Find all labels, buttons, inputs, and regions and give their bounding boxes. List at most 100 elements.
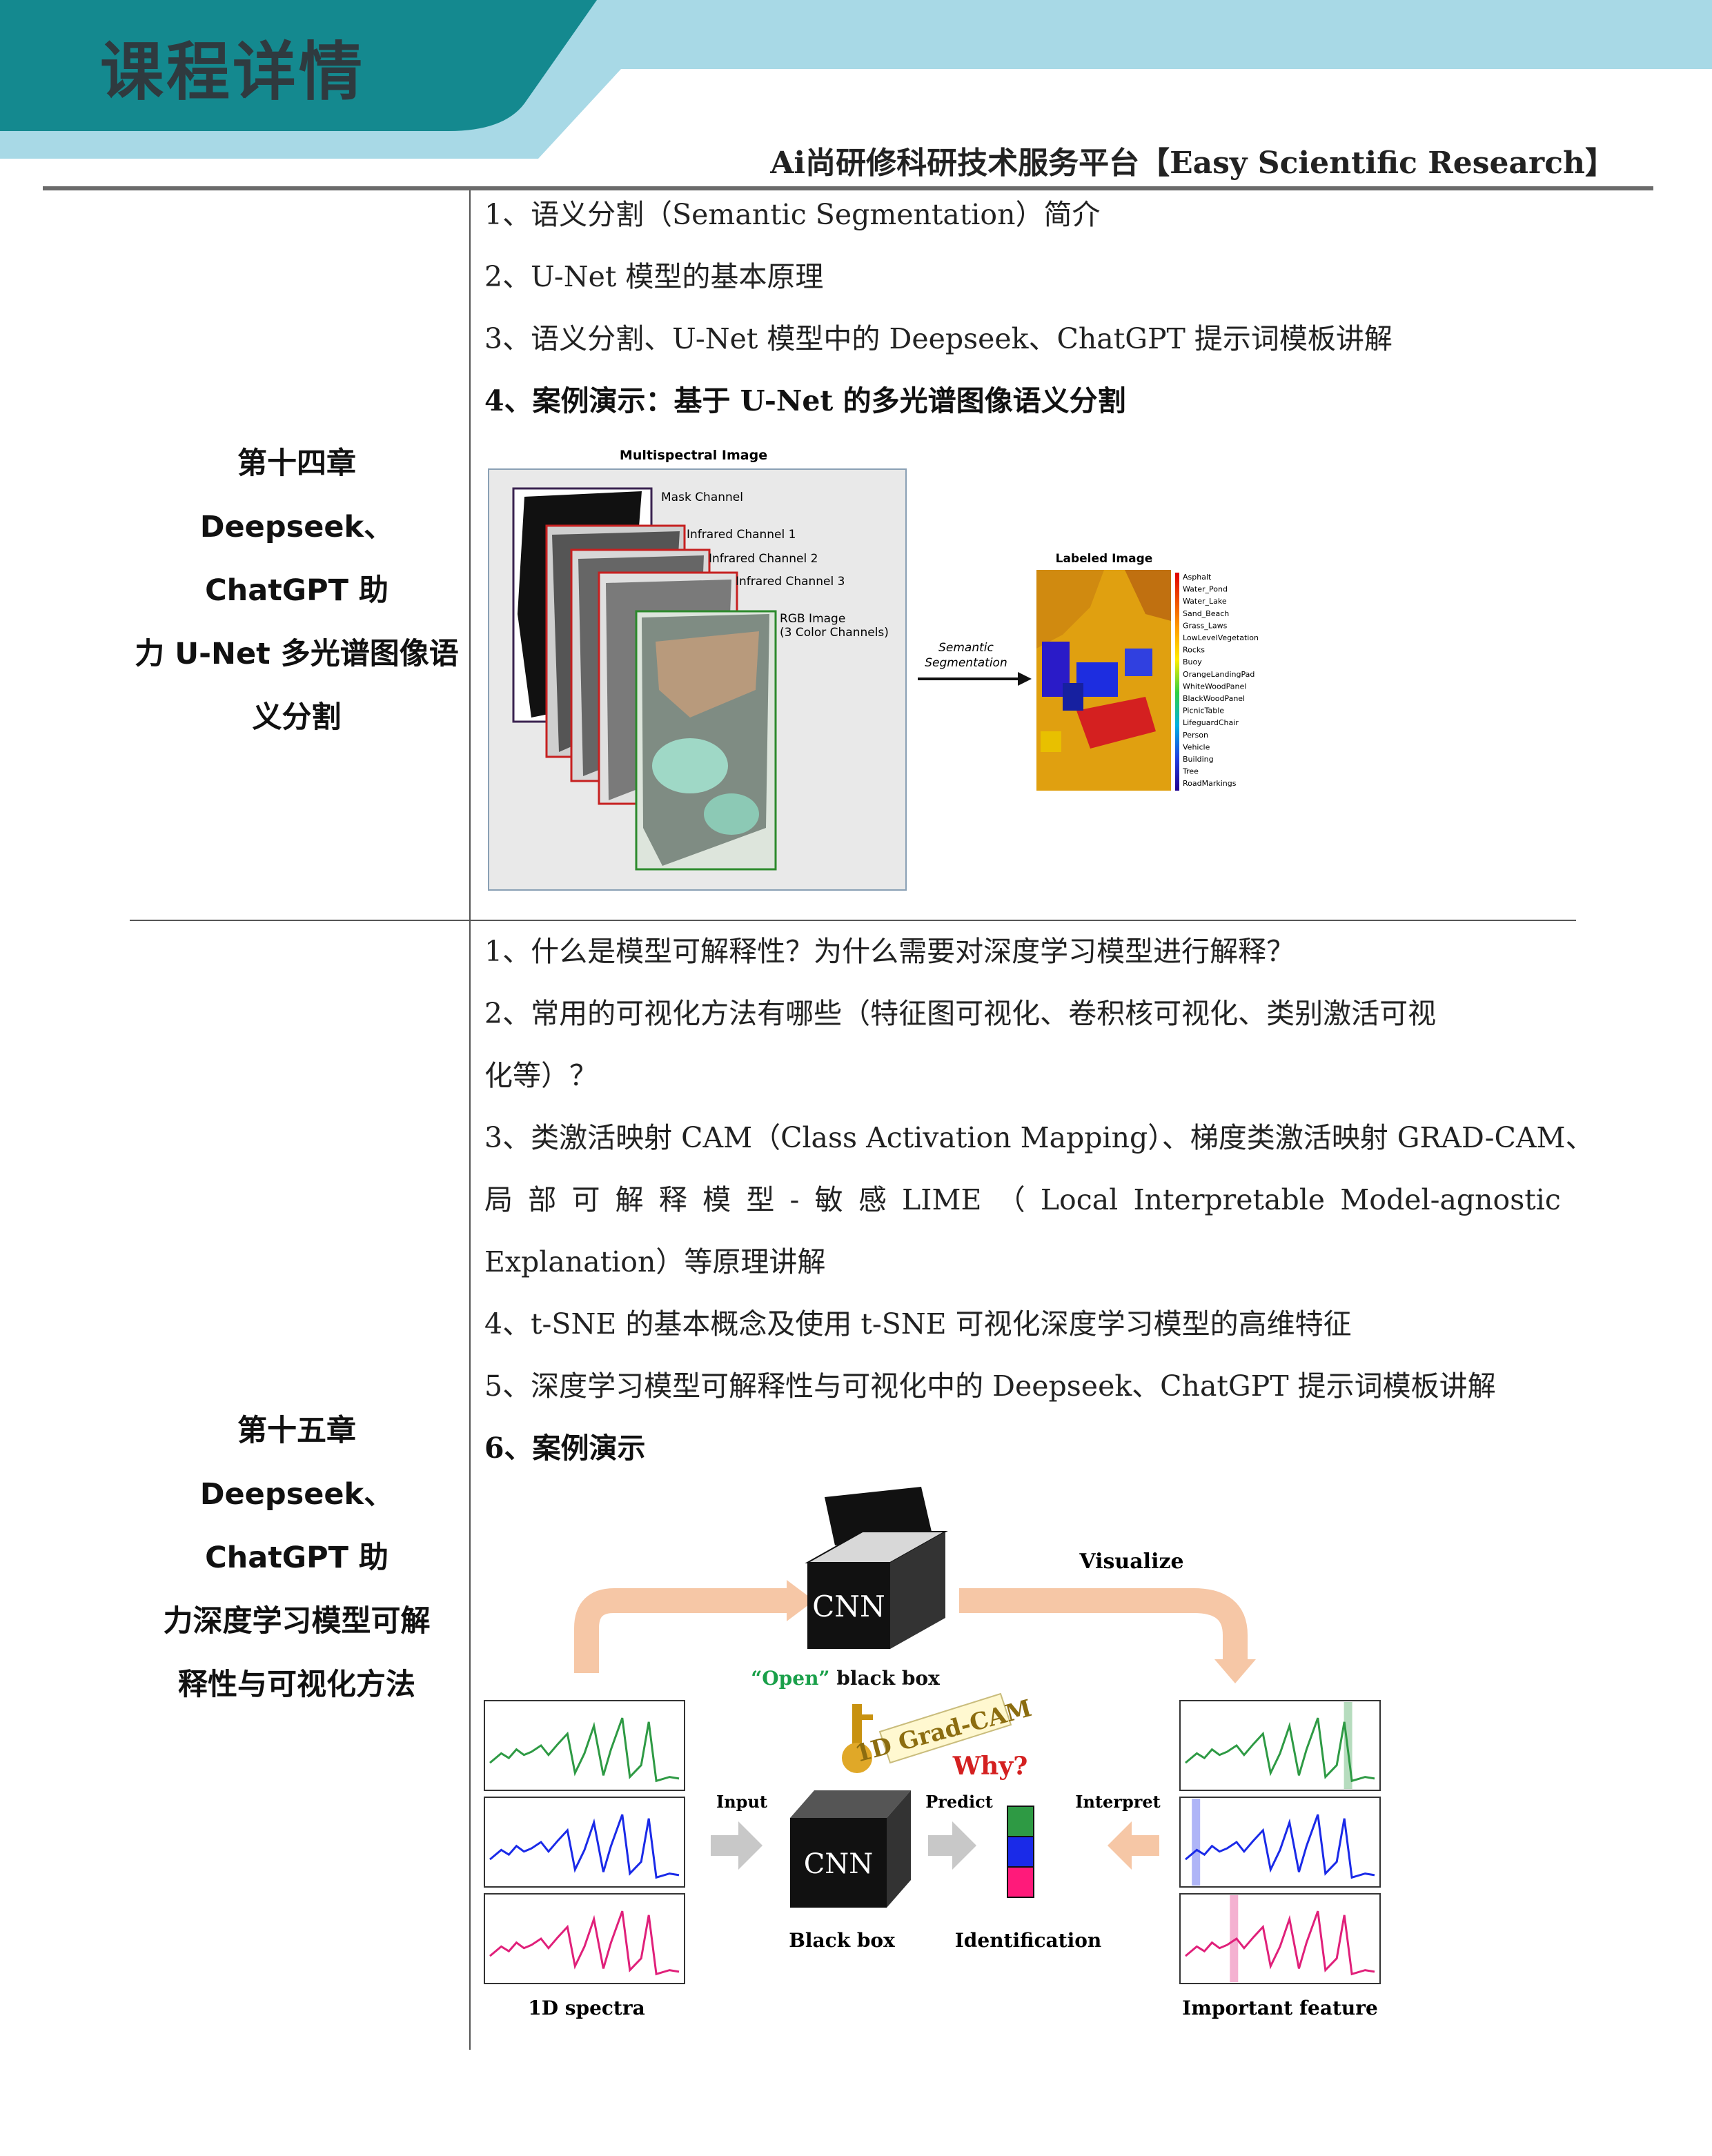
- chapter15-number: 第十五章: [237, 1414, 356, 1448]
- important-feature-highlight: [1230, 1895, 1239, 1982]
- legend-class-label: LowLevelVegetation: [1183, 633, 1259, 642]
- infrared-channel-2-label: Infrared Channel 2: [709, 552, 818, 566]
- table-column-divider: [469, 190, 471, 2050]
- legend-class-label: RoadMarkings: [1183, 779, 1237, 788]
- predict-label: Predict: [925, 1792, 993, 1812]
- table-row-divider: [130, 920, 1576, 921]
- legend-class-label: Water_Pond: [1183, 585, 1228, 594]
- ch15-item-4: 4、t-SNE 的基本概念及使用 t-SNE 可视化深度学习模型的高维特征: [484, 1307, 1352, 1341]
- multispectral-title: Multispectral Image: [620, 448, 767, 463]
- visualize-arrow-right: [959, 1588, 1248, 1663]
- gradcam-tag: [878, 1692, 1012, 1764]
- key-icon: [842, 1704, 873, 1773]
- black-box-label: Black box: [789, 1929, 895, 1952]
- legend-class-label: LifeguardChair: [1183, 718, 1239, 727]
- multispectral-segmentation-figure: Multispectral Image Mask Channel Infrare…: [488, 448, 1259, 891]
- visualize-label: Visualize: [1079, 1550, 1183, 1574]
- input-arrow: [711, 1821, 762, 1870]
- ch15-item-3-word: 释: [658, 1183, 687, 1216]
- spectrum-panel: [484, 1797, 685, 1888]
- spectrum-panel: [484, 1700, 685, 1791]
- ch14-item-1: 1、语义分割（Semantic Segmentation）简介: [484, 198, 1101, 231]
- ch15-item-6: 6、案例演示: [484, 1432, 646, 1465]
- ch15-item-3-word: Interpretable: [1133, 1183, 1326, 1216]
- important-feature-highlight: [1192, 1799, 1201, 1886]
- ch15-item-3-word: -: [789, 1183, 800, 1216]
- rgb-image-label: RGB Image: [780, 612, 845, 626]
- spectra-label: 1D spectra: [528, 1997, 645, 2019]
- ch15-item-3-word: 型: [746, 1183, 775, 1216]
- legend-class-label: PicnicTable: [1183, 706, 1224, 715]
- ch15-item-3-word: 可: [571, 1183, 600, 1216]
- ch15-item-3-word: 局: [484, 1183, 513, 1216]
- spectrum-line: [489, 1717, 680, 1783]
- ch15-item-3-word: 感: [858, 1183, 887, 1216]
- ch15-item-5: 5、深度学习模型可解释性与可视化中的 Deepseek、ChatGPT 提示词模…: [484, 1369, 1496, 1403]
- identification-label: Identification: [955, 1929, 1102, 1952]
- ch15-item-2-line2: 化等）？: [484, 1059, 598, 1092]
- chapter14-title-line2: 力 U-Net 多光谱图像语: [135, 637, 459, 671]
- ch15-item-3-word: LIME: [902, 1183, 982, 1216]
- rgb-image-layer: [635, 610, 777, 871]
- ch15-item-2-line1: 2、常用的可视化方法有哪些（特征图可视化、卷积核可视化、类别激活可视: [484, 997, 1437, 1030]
- important-feature-panels: [1179, 1700, 1381, 1984]
- spectrum-panel: [1179, 1893, 1381, 1984]
- legend-class-label: Asphalt: [1183, 573, 1212, 582]
- ch14-item-4: 4、案例演示：基于 U-Net 的多光谱图像语义分割: [484, 384, 1126, 417]
- legend-class-label: Buoy: [1183, 657, 1202, 666]
- legend-class-label: Rocks: [1183, 646, 1205, 655]
- legend-labels: AsphaltWater_PondWater_LakeSand_BeachGra…: [1182, 573, 1259, 788]
- legend-class-label: Building: [1183, 755, 1214, 764]
- ch15-item-3-line1: 3、类激活映射 CAM（Class Activation Mapping）、梯度…: [484, 1121, 1594, 1154]
- ch14-item-2: 2、U-Net 模型的基本原理: [484, 260, 824, 293]
- identification-classes: [1007, 1806, 1034, 1898]
- legend-class-label: OrangeLandingPad: [1183, 670, 1255, 679]
- cnn-black-box: [790, 1790, 911, 1908]
- ch15-item-3-word: 模: [702, 1183, 731, 1216]
- spectrum-line: [489, 1814, 680, 1879]
- spectrum-line: [1185, 1814, 1375, 1879]
- spectrum-panel: [484, 1893, 685, 1984]
- class-legend: [1175, 573, 1179, 791]
- cnn-top-label: CNN: [812, 1590, 885, 1623]
- chapter15-title-line2: 力深度学习模型可解: [163, 1604, 431, 1639]
- important-feature-label: Important feature: [1182, 1997, 1378, 2019]
- infrared-channel-3-label: Infrared Channel 3: [736, 575, 845, 589]
- mask-channel-label: Mask Channel: [661, 491, 743, 504]
- predict-arrow: [928, 1821, 976, 1870]
- ch15-item-1: 1、什么是模型可解释性？为什么需要对深度学习模型进行解释？: [484, 935, 1295, 968]
- ch15-item-3-word: Model-agnostic: [1340, 1183, 1561, 1216]
- legend-class-label: Tree: [1182, 767, 1199, 776]
- open-black-box-label: “Open” black box: [751, 1667, 940, 1690]
- chapter14-title-line3: 义分割: [252, 700, 342, 735]
- spectrum-line: [1185, 1910, 1375, 1976]
- interpret-label: Interpret: [1075, 1792, 1160, 1812]
- ch15-item-3-word: Local: [1040, 1183, 1119, 1216]
- labeled-image: [1036, 570, 1171, 791]
- spectrum-line: [489, 1910, 680, 1976]
- legend-class-label: BlackWoodPanel: [1183, 694, 1245, 703]
- chapter14-title-line1: Deepseek、ChatGPT 助: [199, 510, 394, 608]
- legend-class-label: Sand_Beach: [1183, 609, 1229, 618]
- header-banner: [0, 0, 1712, 159]
- chapter15-title-line3: 释性与可视化方法: [178, 1668, 415, 1702]
- ch15-item-3-word: （: [996, 1183, 1025, 1216]
- platform-name: Ai尚研修科研技术服务平台【Easy Scientific Research】: [770, 146, 1615, 181]
- legend-class-label: WhiteWoodPanel: [1183, 682, 1246, 691]
- semantic-label: Semantic: [938, 641, 994, 655]
- ch15-item-3-word: 部: [528, 1183, 557, 1216]
- infrared-channel-1-label: Infrared Channel 1: [687, 528, 796, 542]
- legend-class-label: Grass_Laws: [1183, 621, 1228, 630]
- ch15-item-3-word: 解: [615, 1183, 644, 1216]
- chapter14-heading: 第十四章 Deepseek、ChatGPT 助 力 U-Net 多光谱图像语 义…: [131, 432, 462, 749]
- interpret-arrow: [1108, 1821, 1159, 1870]
- cnn-bottom-label: CNN: [804, 1848, 874, 1880]
- legend-class-label: Water_Lake: [1183, 597, 1227, 606]
- rgb-color-channels-label: (3 Color Channels): [780, 626, 889, 640]
- open-arrow-left: [574, 1588, 790, 1673]
- cnn-open-box: [805, 1487, 948, 1649]
- page-title: 课程详情: [100, 35, 366, 109]
- legend-class-label: Person: [1183, 731, 1208, 740]
- chapter15-title-line1: Deepseek、ChatGPT 助: [199, 1477, 394, 1575]
